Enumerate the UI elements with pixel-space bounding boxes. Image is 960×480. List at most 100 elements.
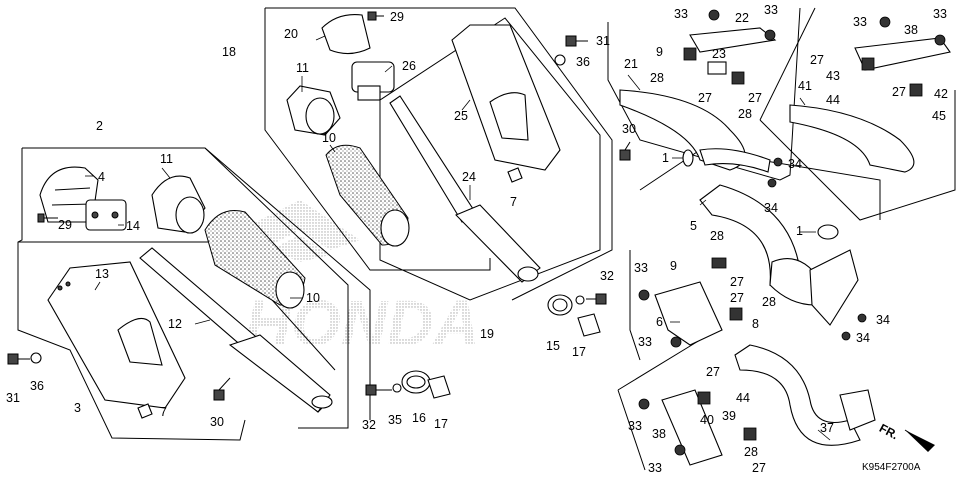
- diagram-code: K954F2700A: [862, 462, 921, 473]
- callout-36b: 36: [576, 55, 590, 69]
- callout-39: 39: [722, 409, 736, 423]
- callout-33a: 33: [674, 7, 688, 21]
- rivet-7-top: [507, 167, 523, 183]
- callout-28b: 28: [738, 107, 752, 121]
- callout-13: 13: [95, 267, 109, 281]
- bolt-31-top: [565, 35, 588, 47]
- callout-22: 22: [735, 11, 749, 25]
- callout-33f: 33: [638, 335, 652, 349]
- exhaust-pipe-21: [619, 89, 771, 173]
- callout-30a: 30: [210, 415, 224, 429]
- exhaust-pipe-37: [734, 344, 876, 446]
- callout-28c: 28: [710, 229, 724, 243]
- silencer-packing-10-left: [204, 210, 306, 309]
- gasket-1-top: [682, 149, 694, 167]
- callout-41: 41: [798, 79, 812, 93]
- muffler-body-25: [451, 24, 561, 171]
- bolt-29-top: [367, 11, 384, 21]
- joint-26: [351, 61, 395, 101]
- callout-33b: 33: [764, 3, 778, 17]
- callout-15: 15: [546, 339, 560, 353]
- callout-24: 24: [462, 170, 476, 184]
- callout-28e: 28: [744, 445, 758, 459]
- washer-35-center: [575, 295, 585, 305]
- callout-11a: 11: [160, 152, 173, 166]
- callout-37: 37: [820, 421, 834, 435]
- clamp-16: [401, 370, 431, 394]
- callout-34d: 34: [856, 331, 870, 345]
- callout-33d: 33: [933, 7, 947, 21]
- callout-4: 4: [98, 170, 105, 184]
- callout-9b: 9: [670, 259, 677, 273]
- callout-28d: 28: [762, 295, 776, 309]
- callout-labels: 2 4 11 14 29 10 13 12 31 36 3 7 30 32 35…: [6, 3, 948, 475]
- silencer-packing-10-top: [325, 144, 410, 247]
- rivet-7-left: [137, 403, 153, 419]
- callout-27c: 27: [810, 53, 824, 67]
- bolt-30-top: [619, 141, 631, 161]
- callout-10b: 10: [322, 131, 336, 145]
- callout-23: 23: [712, 47, 726, 61]
- callout-12: 12: [168, 317, 182, 331]
- heat-guard-38-bottom: [661, 389, 723, 466]
- callout-14: 14: [126, 219, 140, 233]
- inner-pipe-12: [139, 247, 333, 413]
- callout-32b: 32: [600, 269, 614, 283]
- callout-33g: 33: [628, 419, 642, 433]
- callout-7a: 7: [160, 405, 167, 419]
- callout-31b: 31: [596, 34, 610, 48]
- callout-40: 40: [700, 413, 714, 427]
- stay-23: [707, 61, 727, 75]
- callout-27g: 27: [706, 365, 720, 379]
- callout-27e: 27: [730, 275, 744, 289]
- end-cap-20: [321, 13, 371, 55]
- callout-5: 5: [690, 219, 697, 233]
- callout-29b: 29: [390, 10, 404, 24]
- exhaust-pipe-41: [789, 104, 915, 173]
- callout-34c: 34: [876, 313, 890, 327]
- bolt-30-left: [213, 377, 231, 401]
- callout-1a: 1: [662, 151, 669, 165]
- callout-44b: 44: [736, 391, 750, 405]
- washer-36-top: [554, 54, 566, 66]
- callout-25: 25: [454, 109, 468, 123]
- callout-38a: 38: [904, 23, 918, 37]
- callout-34a: 34: [788, 157, 802, 171]
- callout-17b: 17: [572, 345, 586, 359]
- callout-19: 19: [480, 327, 494, 341]
- muffler-endpiece-11-top: [286, 85, 341, 136]
- callout-43: 43: [826, 69, 840, 83]
- end-joint-14: [85, 199, 127, 231]
- callout-27d: 27: [892, 85, 906, 99]
- muffler-endpiece-11-left: [151, 175, 206, 234]
- callout-27h: 27: [752, 461, 766, 475]
- callout-33e: 33: [634, 261, 648, 275]
- callout-8: 8: [752, 317, 759, 331]
- heat-guard-6: [654, 281, 723, 346]
- washer-35: [392, 383, 402, 393]
- direction-label: FR.: [877, 421, 901, 442]
- bolt-29-left: [37, 213, 58, 223]
- bolt-31-left: [7, 353, 30, 365]
- bolt-32-center: [586, 293, 607, 305]
- callout-17a: 17: [434, 417, 448, 431]
- direction-arrow: [904, 429, 935, 452]
- callout-20: 20: [284, 27, 298, 41]
- callout-6: 6: [656, 315, 663, 329]
- callout-33h: 33: [648, 461, 662, 475]
- callout-36a: 36: [30, 379, 44, 393]
- exhaust-pipe-5: [699, 184, 859, 326]
- callout-28a: 28: [650, 71, 664, 85]
- callout-1b: 1: [796, 224, 803, 238]
- callout-31a: 31: [6, 391, 20, 405]
- callout-44a: 44: [826, 93, 840, 107]
- washer-36-left: [30, 352, 42, 364]
- muffler-body-13: [47, 261, 186, 409]
- heat-guard-22: [689, 27, 777, 53]
- callout-18: 18: [222, 45, 236, 59]
- hardware-markers: [638, 9, 946, 456]
- bolt-32-bottom: [365, 384, 392, 396]
- callout-34b: 34: [764, 201, 778, 215]
- inner-pipe-24: [389, 95, 541, 283]
